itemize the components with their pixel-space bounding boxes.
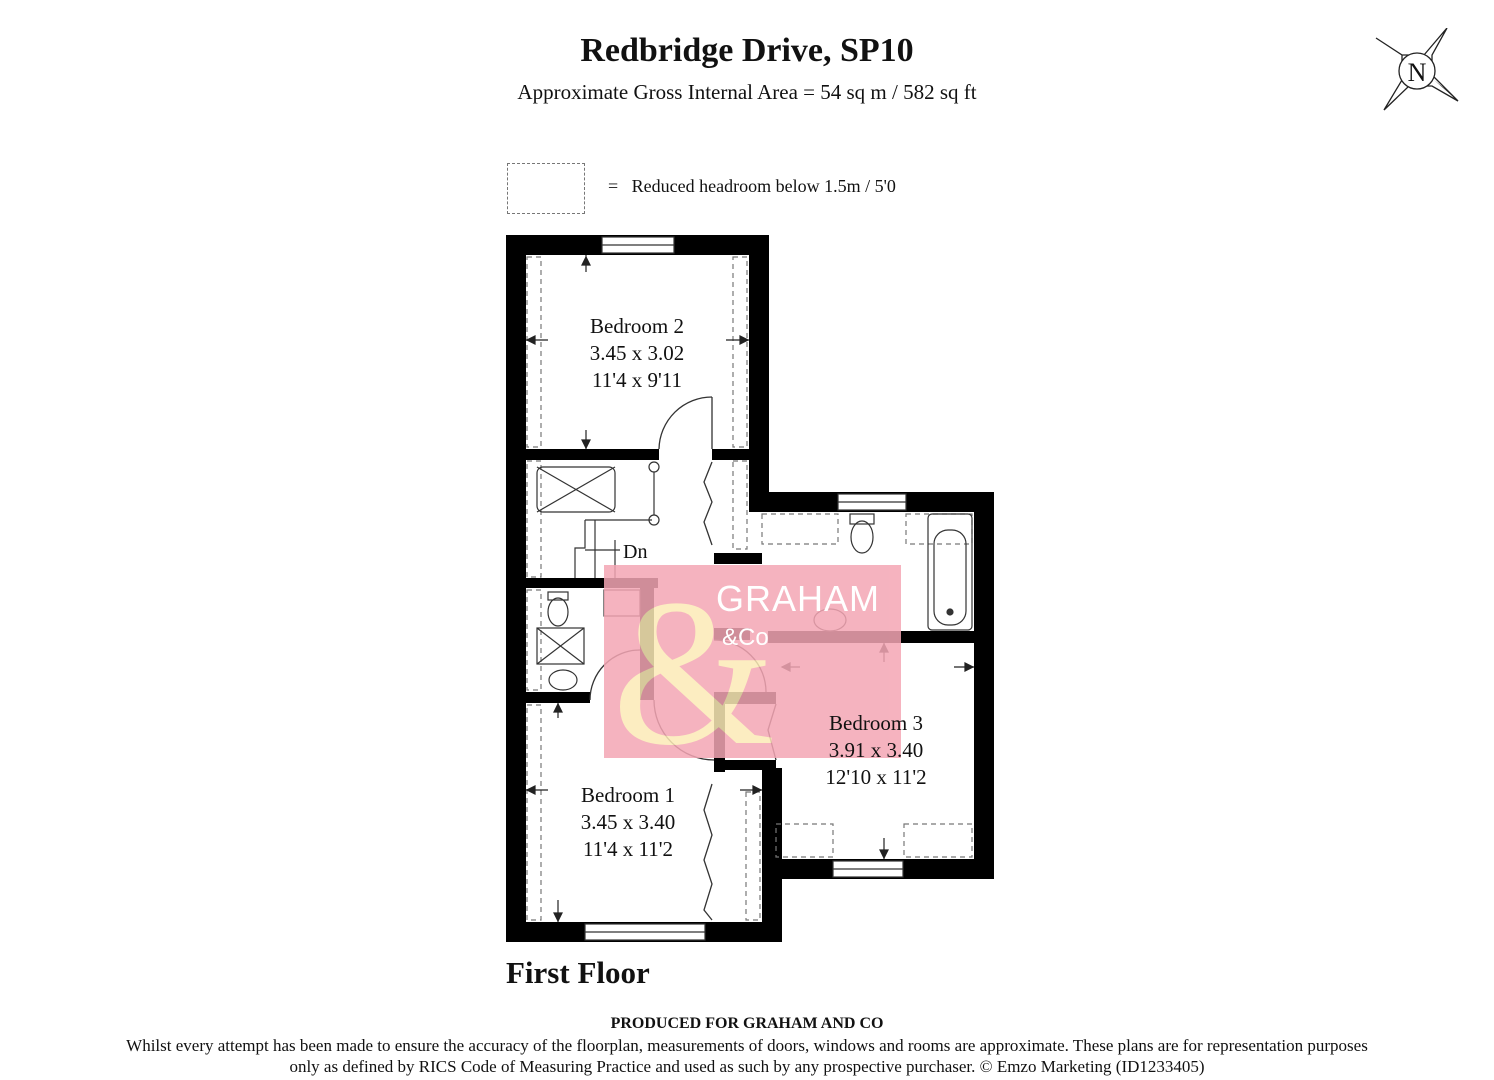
disclaimer: Whilst every attempt has been made to en… — [126, 1036, 1368, 1076]
reduced-headroom-areas — [526, 256, 973, 921]
room-bedroom-1: Bedroom 1 3.45 x 3.40 11'4 x 11'2 — [528, 782, 728, 863]
room-metric: 3.45 x 3.40 — [580, 810, 676, 834]
room-bedroom-3: Bedroom 3 3.91 x 3.40 12'10 x 11'2 — [776, 710, 976, 791]
floor-label: First Floor — [506, 955, 650, 990]
svg-text:&: & — [612, 565, 775, 758]
legend-text: = Reduced headroom below 1.5m / 5'0 — [608, 176, 896, 196]
room-name: Bedroom 2 — [590, 314, 684, 338]
room-bedroom-2: Bedroom 2 3.45 x 3.02 11'4 x 9'11 — [537, 313, 737, 394]
room-name: Bedroom 1 — [581, 783, 675, 807]
room-name: Bedroom 3 — [829, 711, 923, 735]
ampersand-icon: & — [612, 557, 775, 789]
room-metric: 3.45 x 3.02 — [589, 341, 685, 365]
watermark-logo: & — [604, 557, 901, 789]
north-compass-icon: N — [1375, 28, 1459, 111]
plan-title: Redbridge Drive, SP10 — [580, 32, 914, 69]
room-imperial: 12'10 x 11'2 — [825, 765, 927, 789]
room-imperial: 11'4 x 11'2 — [582, 837, 673, 861]
produced-for: PRODUCED FOR GRAHAM AND CO — [610, 1015, 884, 1032]
stairs-down-label: Dn — [623, 541, 648, 563]
room-imperial: 11'4 x 9'11 — [591, 368, 682, 392]
room-metric: 3.91 x 3.40 — [828, 738, 924, 762]
compass-letter: N — [1408, 58, 1427, 87]
reduced-headroom-swatch — [507, 163, 585, 214]
gross-area: Approximate Gross Internal Area = 54 sq … — [517, 80, 977, 104]
watermark-brand: GRAHAM — [716, 578, 881, 619]
watermark-sub: &Co — [722, 624, 769, 651]
windows — [584, 236, 907, 941]
